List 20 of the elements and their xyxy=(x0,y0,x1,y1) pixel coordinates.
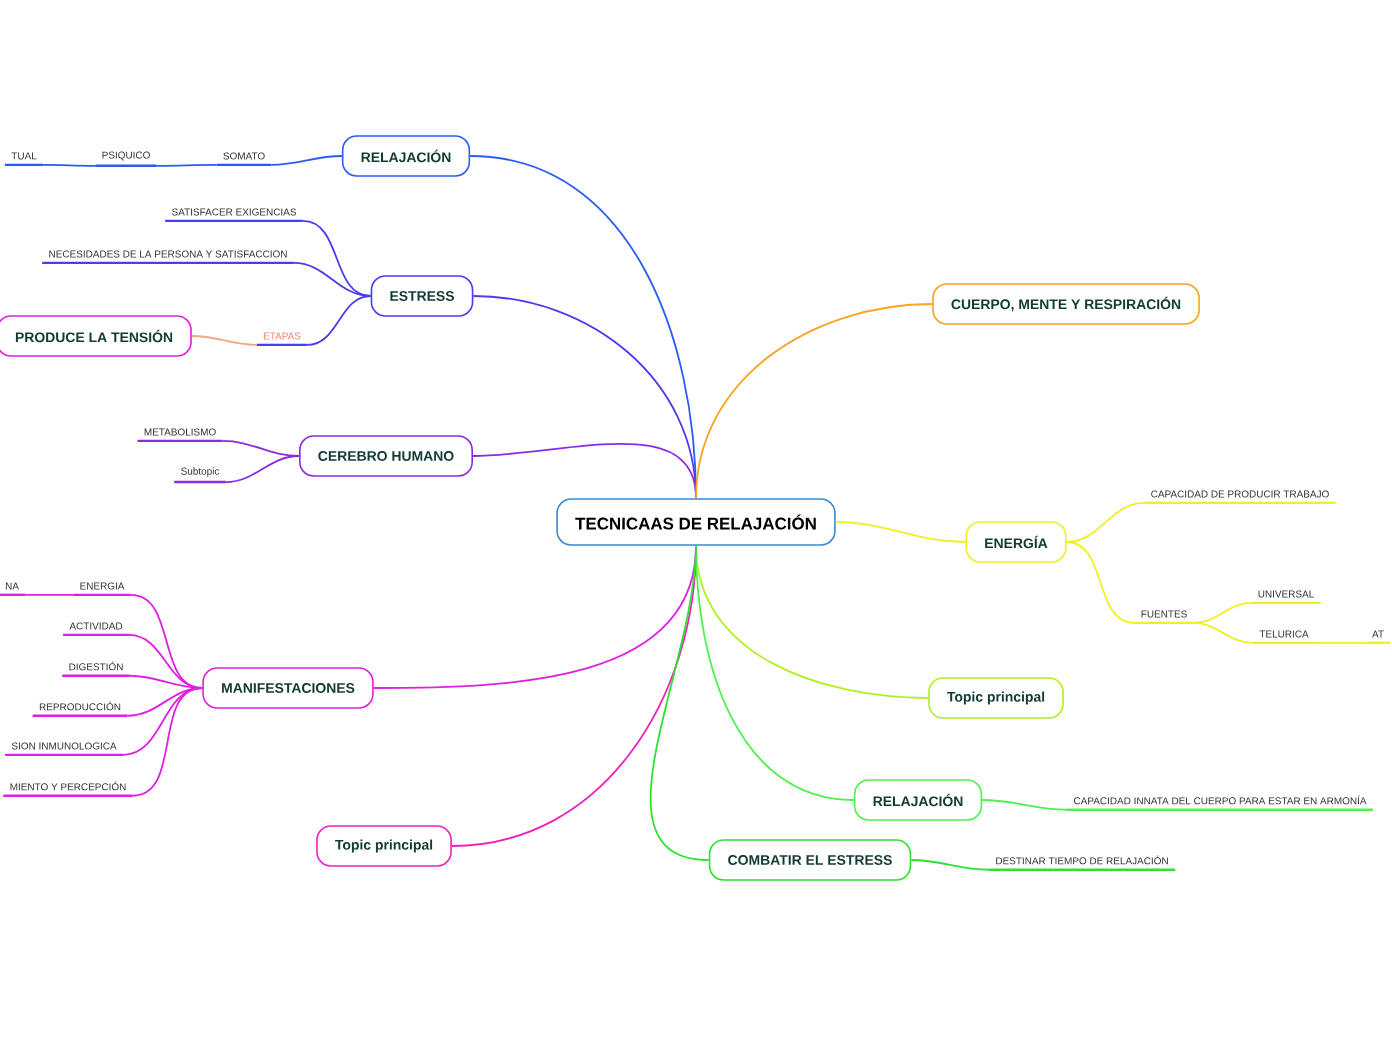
connector xyxy=(1192,622,1254,644)
connector xyxy=(302,220,372,297)
connector xyxy=(190,335,258,346)
connector xyxy=(910,859,990,871)
connector xyxy=(306,295,372,346)
connector xyxy=(293,262,372,297)
connector xyxy=(224,455,300,483)
connector xyxy=(24,593,75,596)
connector xyxy=(981,799,1068,811)
connector xyxy=(1314,641,1367,644)
connector xyxy=(42,163,97,167)
connector xyxy=(270,155,343,166)
connector xyxy=(649,544,710,861)
connector xyxy=(834,521,967,543)
connector xyxy=(695,303,933,500)
central-topic-box: TECNICAAS DE RELAJACIÓN xyxy=(556,498,836,546)
connector xyxy=(155,164,218,167)
connector xyxy=(131,687,204,797)
connector xyxy=(1065,502,1146,543)
connector xyxy=(1065,541,1136,624)
